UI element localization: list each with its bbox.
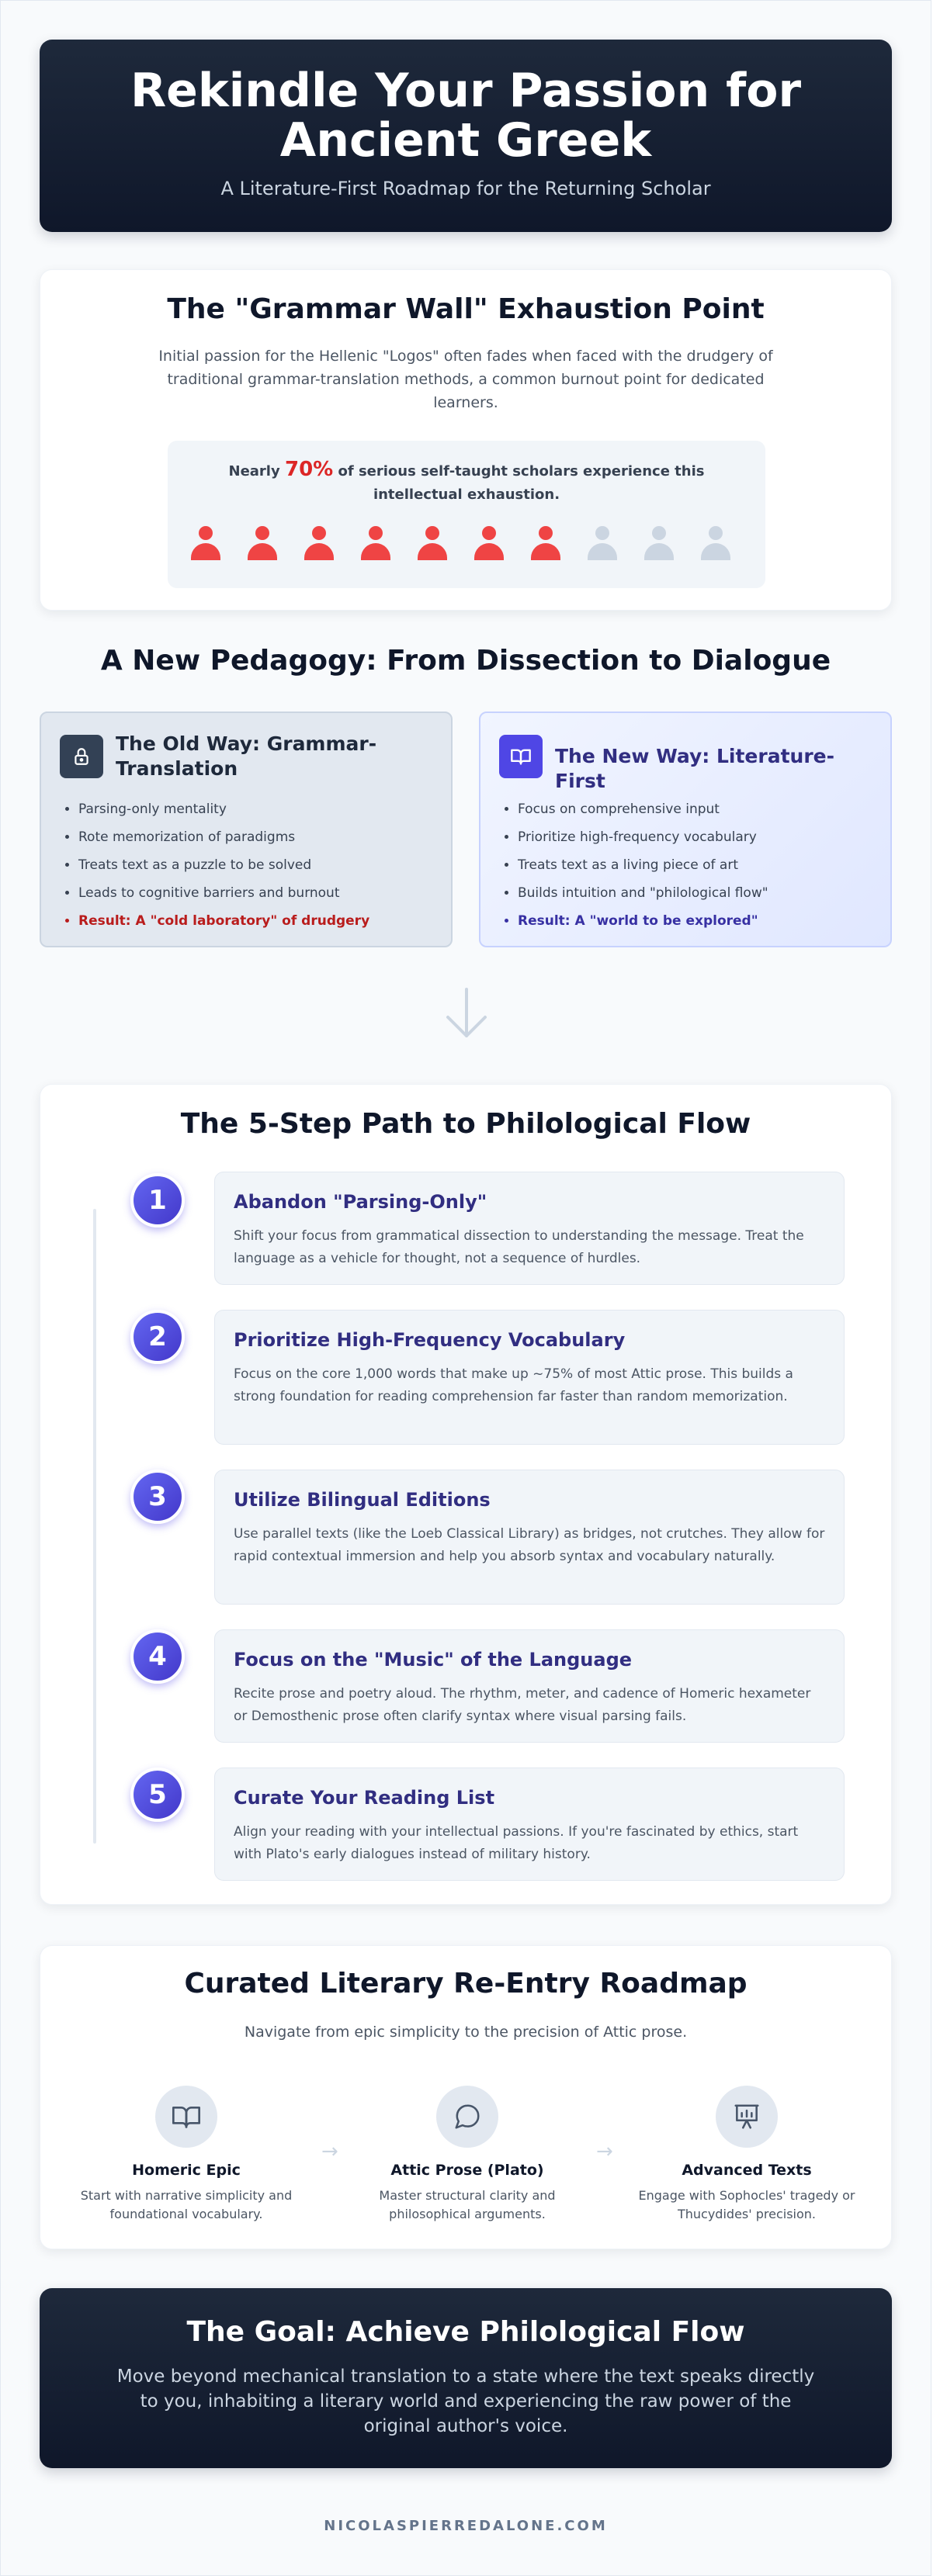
list-item: Prioritize high-frequency vocabulary xyxy=(518,823,875,851)
old-way-card: The Old Way: Grammar-Translation Parsing… xyxy=(40,712,453,947)
roadmap-stage: Homeric Epic Start with narrative simpli… xyxy=(70,2086,303,2225)
steps-card: The 5-Step Path to Philological Flow 1 A… xyxy=(40,1084,892,1905)
step-title: Curate Your Reading List xyxy=(234,1787,495,1809)
step-title: Focus on the "Music" of the Language xyxy=(234,1649,633,1671)
stage-name: Homeric Epic xyxy=(132,2162,241,2179)
stat-percent: 70% xyxy=(284,458,334,481)
footer-site-link[interactable]: NICOLASPIERREDALONE.COM xyxy=(324,2518,608,2534)
step-card: Focus on the "Music" of the Language Rec… xyxy=(214,1629,845,1743)
stage-name: Attic Prose (Plato) xyxy=(390,2162,544,2179)
new-way-title: The New Way: Literature-First xyxy=(555,745,834,792)
step-number: 3 xyxy=(130,1470,185,1524)
hero-banner: Rekindle Your Passion for Ancient Greek … xyxy=(40,40,892,232)
pedagogy-title: A New Pedagogy: From Dissection to Dialo… xyxy=(100,645,831,677)
step-card: Prioritize High-Frequency Vocabulary Foc… xyxy=(214,1310,845,1445)
step-description: Focus on the core 1,000 words that make … xyxy=(234,1366,793,1404)
arrow-right-icon: → xyxy=(321,2140,338,2163)
grammar-wall-card: The "Grammar Wall" Exhaustion Point Init… xyxy=(40,269,892,611)
old-way-list: Parsing-only mentality Rote memorization… xyxy=(78,795,435,935)
step-number: 1 xyxy=(130,1173,185,1227)
roadmap-stage: Advanced Texts Engage with Sophocles' tr… xyxy=(630,2086,863,2225)
list-item: Rote memorization of paradigms xyxy=(78,823,435,851)
list-item: Treats text as a puzzle to be solved xyxy=(78,851,435,879)
person-icon xyxy=(358,526,394,562)
roadmap-subtitle: Navigate from epic simplicity to the pre… xyxy=(244,2024,688,2041)
goal-title: The Goal: Achieve Philological Flow xyxy=(186,2316,745,2348)
person-icon xyxy=(585,526,620,562)
lock-icon xyxy=(60,735,103,778)
step-card: Curate Your Reading List Align your read… xyxy=(214,1768,845,1881)
goal-banner: The Goal: Achieve Philological Flow Move… xyxy=(40,2288,892,2468)
old-way-title: The Old Way: Grammar-Translation xyxy=(116,732,377,780)
stage-description: Master structural clarity and philosophi… xyxy=(379,2188,556,2221)
list-item: Parsing-only mentality xyxy=(78,795,435,823)
page-title: Rekindle Your Passion for Ancient Greek xyxy=(130,64,802,168)
book-open-icon xyxy=(155,2086,217,2148)
list-item: Builds intuition and "philological flow" xyxy=(518,879,875,907)
theater-stage-icon xyxy=(716,2086,778,2148)
step-number: 5 xyxy=(130,1768,185,1822)
list-item: Focus on comprehensive input xyxy=(518,795,875,823)
stat-prefix: Nearly xyxy=(228,463,280,480)
arrow-right-icon: → xyxy=(596,2140,613,2163)
person-icon xyxy=(188,526,224,562)
step-title: Utilize Bilingual Editions xyxy=(234,1489,491,1511)
speech-bubble-icon xyxy=(436,2086,498,2148)
stage-description: Engage with Sophocles' tragedy or Thucyd… xyxy=(638,2188,855,2221)
person-icon xyxy=(471,526,507,562)
statistic-box: Nearly 70% of serious self-taught schola… xyxy=(168,441,765,588)
person-icon xyxy=(528,526,564,562)
person-icon-row xyxy=(188,526,747,565)
page-subtitle: A Literature-First Roadmap for the Retur… xyxy=(220,178,711,199)
step-card: Utilize Bilingual Editions Use parallel … xyxy=(214,1470,845,1605)
person-icon xyxy=(698,526,734,562)
scrollbar-track[interactable] xyxy=(931,0,947,2576)
step-description: Align your reading with your intellectua… xyxy=(234,1824,799,1862)
step-description: Use parallel texts (like the Loeb Classi… xyxy=(234,1526,825,1564)
person-icon xyxy=(641,526,677,562)
timeline-line xyxy=(93,1209,96,1844)
step-card: Abandon "Parsing-Only" Shift your focus … xyxy=(214,1172,845,1285)
stat-suffix: of serious self-taught scholars experien… xyxy=(338,463,705,503)
book-icon xyxy=(499,735,543,778)
grammar-wall-title: The "Grammar Wall" Exhaustion Point xyxy=(167,293,765,325)
new-way-card: The New Way: Literature-First Focus on c… xyxy=(479,712,892,947)
new-way-result: Result: A "world to be explored" xyxy=(518,907,875,935)
step-title: Prioritize High-Frequency Vocabulary xyxy=(234,1329,626,1351)
step-number: 2 xyxy=(130,1310,185,1364)
person-icon xyxy=(301,526,337,562)
list-item: Leads to cognitive barriers and burnout xyxy=(78,879,435,907)
roadmap-title: Curated Literary Re-Entry Roadmap xyxy=(184,1968,748,2000)
roadmap-stage: Attic Prose (Plato) Master structural cl… xyxy=(351,2086,584,2225)
stage-description: Start with narrative simplicity and foun… xyxy=(80,2188,293,2221)
list-item: Treats text as a living piece of art xyxy=(518,851,875,879)
person-icon xyxy=(245,526,280,562)
step-number: 4 xyxy=(130,1629,185,1684)
arrow-down-icon xyxy=(446,988,487,1037)
statistic-text: Nearly 70% of serious self-taught schola… xyxy=(199,458,734,507)
goal-description: Move beyond mechanical translation to a … xyxy=(116,2367,815,2436)
roadmap-card: Curated Literary Re-Entry Roadmap Naviga… xyxy=(40,1945,892,2249)
old-way-result: Result: A "cold laboratory" of drudgery xyxy=(78,907,435,935)
step-description: Shift your focus from grammatical dissec… xyxy=(234,1228,804,1266)
stage-name: Advanced Texts xyxy=(682,2162,812,2179)
step-title: Abandon "Parsing-Only" xyxy=(234,1191,487,1213)
person-icon xyxy=(415,526,450,562)
grammar-wall-description: Initial passion for the Hellenic "Logos"… xyxy=(158,348,773,411)
new-way-list: Focus on comprehensive input Prioritize … xyxy=(518,795,875,935)
steps-title: The 5-Step Path to Philological Flow xyxy=(180,1108,751,1140)
step-description: Recite prose and poetry aloud. The rhyth… xyxy=(234,1686,811,1724)
